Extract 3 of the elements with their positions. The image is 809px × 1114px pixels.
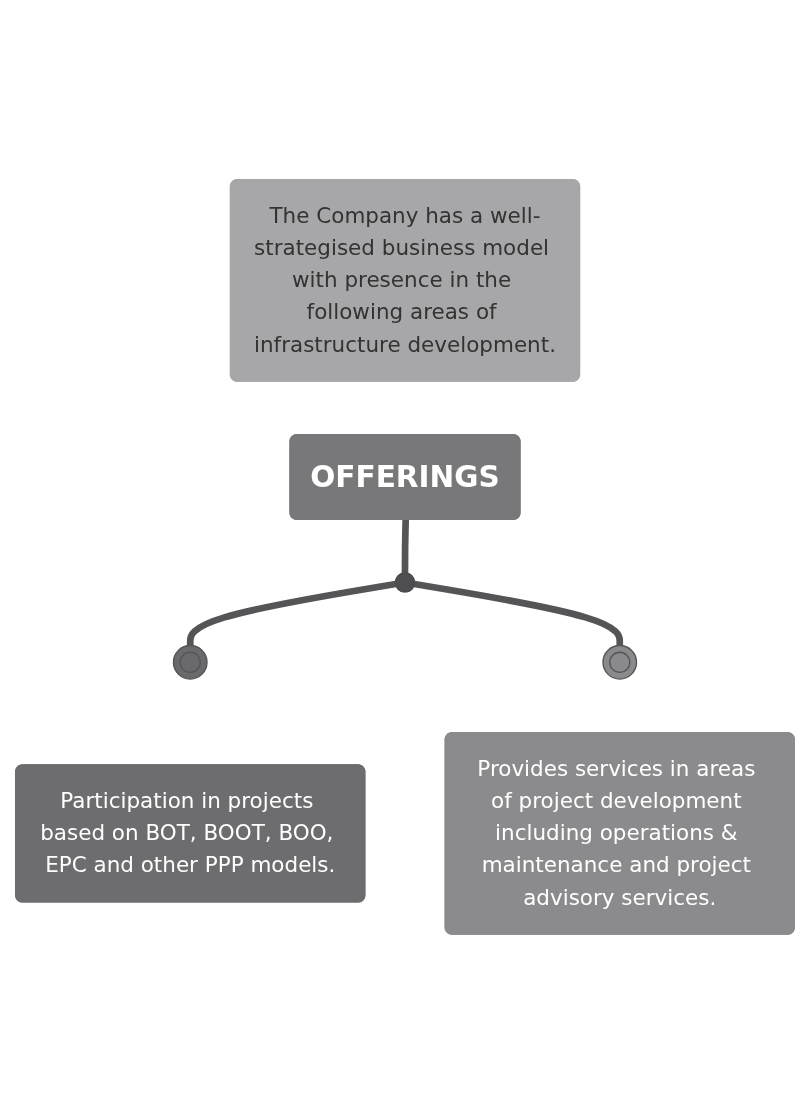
node-circle xyxy=(172,644,208,680)
connector xyxy=(401,520,409,574)
node-circle xyxy=(601,644,637,680)
